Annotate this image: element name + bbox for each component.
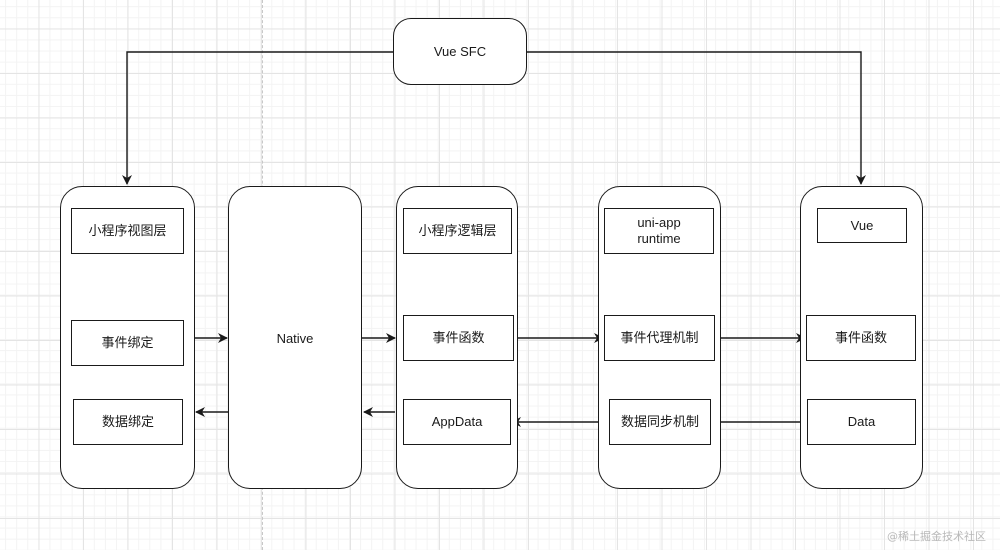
event-function-label: 事件函数	[432, 330, 485, 345]
vue-sfc-label: Vue SFC	[433, 43, 487, 59]
watermark: @稀土掘金技术社区	[887, 530, 986, 543]
event-proxy-label: 事件代理机制	[620, 330, 699, 345]
vue-data-label: Data	[847, 414, 876, 429]
uniapp-runtime-header[interactable]: uni-app runtime	[604, 208, 714, 254]
event-proxy-node[interactable]: 事件代理机制	[604, 315, 715, 361]
edge-sfc-to-mp-view	[122, 51, 393, 185]
vue-event-function-node[interactable]: 事件函数	[806, 315, 916, 361]
mp-logic-header-label: 小程序逻辑层	[418, 223, 497, 238]
data-binding-node[interactable]: 数据绑定	[73, 399, 183, 445]
vue-header[interactable]: Vue	[817, 208, 907, 243]
uniapp-runtime-label: uni-app runtime	[637, 215, 681, 246]
data-sync-label: 数据同步机制	[620, 414, 699, 429]
event-function-node[interactable]: 事件函数	[403, 315, 514, 361]
mp-view-header-label: 小程序视图层	[88, 223, 167, 238]
data-binding-label: 数据绑定	[101, 414, 154, 429]
data-sync-node[interactable]: 数据同步机制	[609, 399, 711, 445]
appdata-node[interactable]: AppData	[403, 399, 511, 445]
edge-sfc-to-vue	[527, 51, 866, 185]
mp-logic-header[interactable]: 小程序逻辑层	[403, 208, 512, 254]
native-node[interactable]: Native	[228, 186, 362, 489]
mp-view-header[interactable]: 小程序视图层	[71, 208, 184, 254]
event-binding-label: 事件绑定	[101, 335, 154, 350]
vue-data-node[interactable]: Data	[807, 399, 916, 445]
vue-sfc-node[interactable]: Vue SFC	[393, 18, 527, 85]
native-label: Native	[276, 331, 314, 346]
appdata-label: AppData	[431, 414, 483, 429]
event-binding-node[interactable]: 事件绑定	[71, 320, 184, 366]
vue-event-function-label: 事件函数	[834, 330, 887, 345]
vue-header-label: Vue	[850, 217, 874, 233]
